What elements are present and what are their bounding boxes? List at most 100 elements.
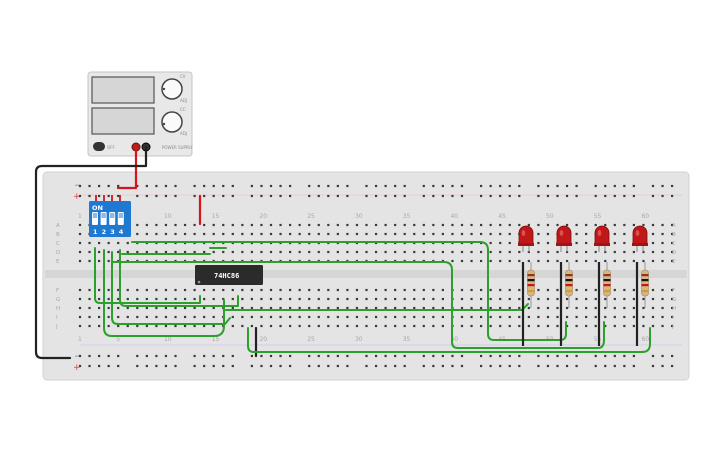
breadboard-hole[interactable]: [117, 250, 120, 254]
breadboard-hole[interactable]: [174, 306, 177, 310]
breadboard-hole[interactable]: [241, 324, 244, 328]
rail-hole[interactable]: [594, 194, 597, 198]
breadboard-hole[interactable]: [470, 250, 473, 254]
rail-hole[interactable]: [374, 364, 378, 368]
breadboard-hole[interactable]: [107, 288, 110, 292]
rail-hole[interactable]: [575, 184, 578, 188]
breadboard-hole[interactable]: [155, 288, 158, 292]
breadboard-hole[interactable]: [308, 297, 311, 301]
breadboard-hole[interactable]: [499, 315, 502, 319]
breadboard-hole[interactable]: [585, 288, 588, 292]
breadboard-hole[interactable]: [613, 250, 616, 254]
breadboard-hole[interactable]: [308, 250, 311, 254]
breadboard-hole[interactable]: [117, 324, 120, 328]
breadboard-hole[interactable]: [508, 223, 511, 227]
rail-hole[interactable]: [193, 194, 196, 198]
rail-hole[interactable]: [336, 354, 339, 358]
breadboard-hole[interactable]: [661, 241, 664, 245]
wire-green-9[interactable]: [247, 327, 651, 353]
rail-hole[interactable]: [317, 364, 320, 368]
breadboard-hole[interactable]: [98, 297, 101, 301]
rail-hole[interactable]: [508, 364, 511, 368]
breadboard-hole[interactable]: [575, 297, 578, 301]
breadboard-hole[interactable]: [604, 259, 607, 263]
wire-power-ground[interactable]: [34, 145, 148, 360]
breadboard-hole[interactable]: [470, 324, 473, 328]
breadboard-hole[interactable]: [222, 297, 225, 301]
rail-hole[interactable]: [336, 194, 339, 198]
rail-hole[interactable]: [231, 364, 234, 368]
rail-hole[interactable]: [260, 194, 263, 198]
breadboard-hole[interactable]: [480, 259, 483, 263]
wire-green-2[interactable]: [103, 249, 225, 337]
breadboard-hole[interactable]: [441, 297, 444, 301]
breadboard-hole[interactable]: [489, 324, 492, 328]
rail-hole[interactable]: [269, 364, 273, 368]
rail-hole[interactable]: [518, 364, 521, 368]
rail-hole[interactable]: [250, 364, 253, 368]
rail-hole[interactable]: [565, 354, 569, 358]
breadboard-hole[interactable]: [365, 250, 368, 254]
breadboard-hole[interactable]: [193, 250, 196, 254]
breadboard-hole[interactable]: [499, 324, 502, 328]
rail-hole[interactable]: [441, 364, 444, 368]
breadboard-hole[interactable]: [241, 306, 244, 310]
rail-hole[interactable]: [671, 364, 674, 368]
breadboard-hole[interactable]: [231, 250, 234, 254]
rail-hole[interactable]: [136, 184, 139, 188]
rail-hole[interactable]: [623, 184, 626, 188]
rail-hole[interactable]: [203, 184, 206, 188]
breadboard-hole[interactable]: [623, 223, 626, 227]
breadboard-hole[interactable]: [365, 315, 368, 319]
breadboard-hole[interactable]: [183, 288, 187, 292]
breadboard-hole[interactable]: [546, 306, 550, 310]
rail-hole[interactable]: [327, 364, 330, 368]
breadboard-hole[interactable]: [269, 250, 273, 254]
rail-hole[interactable]: [518, 354, 521, 358]
rail-hole[interactable]: [556, 364, 559, 368]
breadboard-hole[interactable]: [203, 250, 206, 254]
breadboard-hole[interactable]: [575, 306, 578, 310]
breadboard-hole[interactable]: [499, 259, 502, 263]
breadboard-hole[interactable]: [518, 297, 521, 301]
rail-hole[interactable]: [346, 354, 349, 358]
breadboard-hole[interactable]: [317, 297, 320, 301]
rail-hole[interactable]: [289, 364, 292, 368]
rail-hole[interactable]: [317, 194, 320, 198]
breadboard-hole[interactable]: [174, 297, 177, 301]
breadboard-hole[interactable]: [183, 223, 187, 227]
breadboard-hole[interactable]: [546, 241, 550, 245]
breadboard-hole[interactable]: [279, 315, 282, 319]
breadboard-hole[interactable]: [222, 288, 225, 292]
breadboard-hole[interactable]: [671, 306, 674, 310]
breadboard-hole[interactable]: [394, 324, 397, 328]
breadboard-hole[interactable]: [499, 241, 502, 245]
rail-hole[interactable]: [164, 194, 168, 198]
breadboard-hole[interactable]: [107, 241, 110, 245]
rail-hole[interactable]: [546, 364, 550, 368]
rail-hole[interactable]: [279, 354, 282, 358]
breadboard-hole[interactable]: [241, 297, 244, 301]
breadboard-hole[interactable]: [413, 315, 416, 319]
breadboard-hole[interactable]: [671, 232, 674, 236]
breadboard-hole[interactable]: [327, 250, 330, 254]
breadboard-hole[interactable]: [145, 306, 148, 310]
breadboard-hole[interactable]: [604, 306, 607, 310]
breadboard-hole[interactable]: [78, 241, 82, 245]
breadboard-hole[interactable]: [613, 306, 616, 310]
rail-hole[interactable]: [308, 354, 311, 358]
breadboard-hole[interactable]: [527, 324, 530, 328]
breadboard-hole[interactable]: [556, 259, 559, 263]
breadboard-hole[interactable]: [594, 324, 597, 328]
rail-hole[interactable]: [613, 194, 616, 198]
breadboard-hole[interactable]: [298, 232, 301, 236]
breadboard-hole[interactable]: [384, 223, 387, 227]
rail-hole[interactable]: [623, 194, 626, 198]
rail-hole[interactable]: [499, 354, 502, 358]
rail-hole[interactable]: [222, 184, 225, 188]
rail-hole[interactable]: [632, 184, 635, 188]
rail-hole[interactable]: [260, 364, 263, 368]
breadboard-hole[interactable]: [613, 297, 616, 301]
rail-hole[interactable]: [174, 194, 177, 198]
rail-hole[interactable]: [365, 354, 368, 358]
